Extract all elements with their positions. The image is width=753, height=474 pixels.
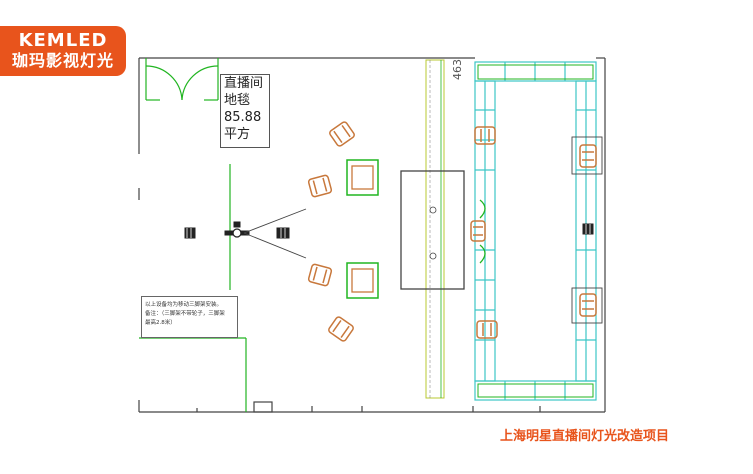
light-fixture-right (582, 223, 594, 235)
floor-type: 地毯 (224, 93, 251, 108)
light-fixture-left (184, 227, 196, 239)
walls (138, 57, 606, 413)
equipment-note: 以上设备均为移动三脚架安装。 备注：（三脚架不带轮子，三脚架 最高2.8米） (141, 296, 238, 338)
light-fixture-center (276, 227, 290, 239)
note-line-2: 备注：（三脚架不带轮子，三脚架 (145, 311, 225, 317)
logo-brand: KEMLED (18, 30, 108, 51)
project-caption: 上海明星直播间灯光改造项目 (500, 429, 670, 444)
note-line-1: 以上设备均为移动三脚架安装。 (145, 302, 223, 308)
kemled-logo: KEMLED 珈玛影视灯光 (0, 26, 126, 76)
room-name: 直播间 (224, 76, 264, 91)
note-line-3: 最高2.8米） (145, 320, 176, 326)
room-label: 直播间 地毯 85.88 平方 (220, 74, 270, 148)
camera-view-cone (243, 208, 307, 259)
area-value: 85.88 (224, 110, 262, 125)
area-unit: 平方 (224, 127, 251, 142)
lights-camera (184, 221, 594, 239)
table-marks (429, 206, 437, 260)
logo-name-cn: 珈玛影视灯光 (11, 51, 114, 70)
right-boxes (571, 136, 603, 324)
entrance-door (145, 58, 219, 101)
green-partitions (139, 164, 247, 412)
camera-tripod (224, 221, 250, 238)
column-strip (425, 59, 445, 399)
cyan-furniture (474, 61, 597, 401)
center-table (400, 170, 465, 290)
dimension-text: 463 (451, 59, 464, 80)
chairs (307, 121, 597, 342)
stools (346, 159, 486, 299)
green-furniture-edges (477, 64, 594, 398)
